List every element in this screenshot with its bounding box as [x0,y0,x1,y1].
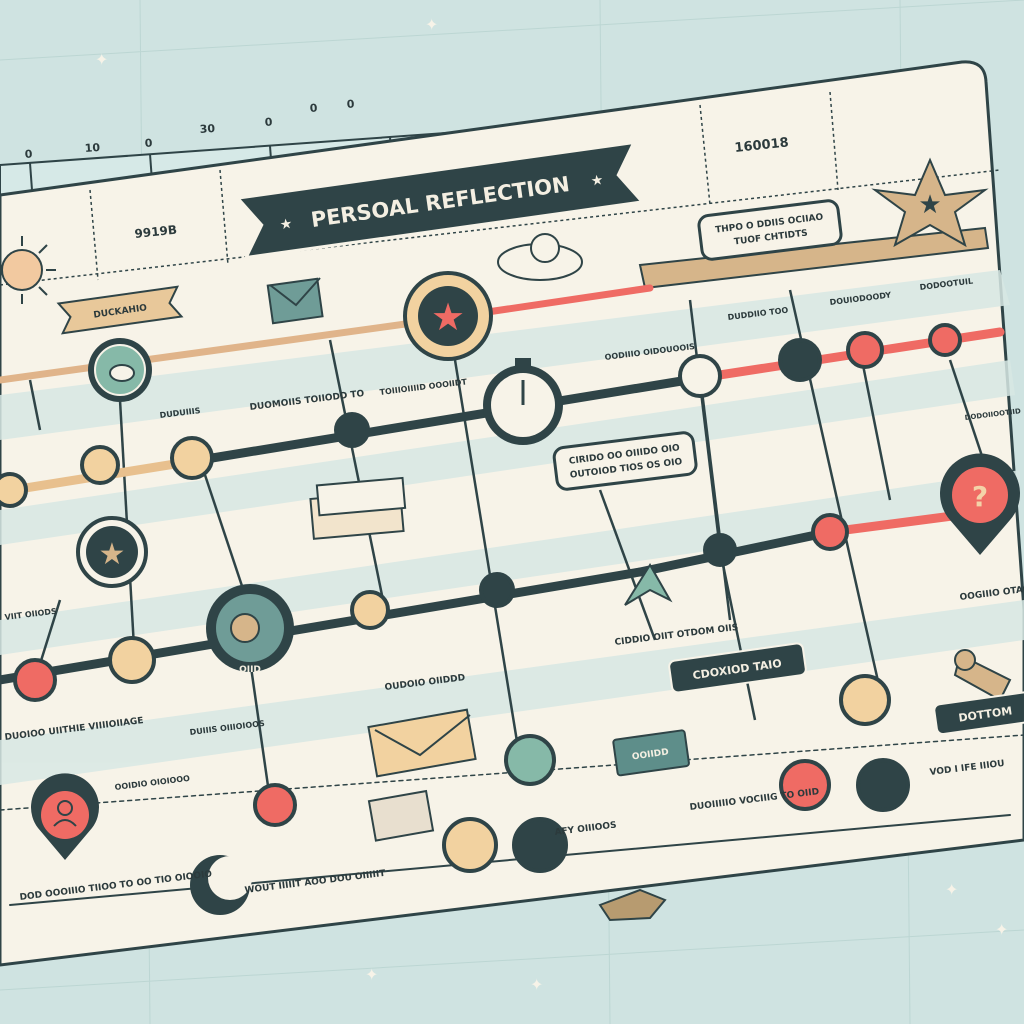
question-icon: ? [972,480,988,513]
timeline-node[interactable] [811,513,849,551]
ruler-tick: 0 [144,136,153,150]
track-top-tan [0,318,424,384]
timeline-node[interactable] [334,412,370,448]
question-pin[interactable]: ? [939,453,1020,555]
timeline-node[interactable] [846,331,884,369]
tag-button-2[interactable]: DOTTOM [933,690,1024,736]
svg-text:✦: ✦ [95,50,108,69]
shelf [638,226,990,290]
timeline-node[interactable] [108,636,156,684]
moon-node[interactable] [190,855,252,915]
ribbon-banner: DUCKAHIO [56,285,184,335]
timeline-node[interactable] [80,445,120,485]
ruler-tick: 0 [24,147,33,161]
big-star-node[interactable]: ★ [403,271,493,361]
callout-middle: CIRIDO OO OIIIDO OIO OUTOIOD TIOS OS OIO [552,431,698,491]
car-icon [598,888,667,922]
header-left-code: 9919B [134,223,178,241]
sun-icon [1,236,56,304]
svg-text:✦: ✦ [995,920,1008,939]
globe-node[interactable]: OIID [206,584,294,675]
track-3-red [825,510,965,537]
timeline-node[interactable] [778,338,822,382]
tag-button-1[interactable]: CDOXIOD TAIO [668,642,807,694]
ruler-tick: 0 [346,97,355,111]
timeline-node[interactable] [928,323,962,357]
user-pin[interactable] [31,773,100,860]
timeline-node[interactable] [839,674,891,726]
envelope-icon [367,708,477,842]
timeline-node[interactable] [856,758,910,812]
svg-text:✦: ✦ [530,975,543,994]
track-2-dark [195,373,705,465]
timeline-node[interactable] [512,817,568,873]
timeline-node[interactable] [442,817,498,873]
star-icon: ★ [431,295,465,339]
ruler-tick: 10 [84,141,101,155]
star-icon: ★ [590,172,605,190]
ruler-tick: 30 [199,122,216,136]
nodes [0,323,962,873]
svg-text:✦: ✦ [365,965,378,984]
svg-text:★: ★ [918,190,941,220]
arrow-icon [624,563,673,606]
svg-text:✦: ✦ [945,880,958,899]
sparkles: ✦ ✦ ✦ ✦ ✦ ✦ [95,15,1008,994]
timeline-node[interactable] [253,783,297,827]
track-3-dark [0,567,645,685]
header-dividers [0,91,1001,286]
timeline-node[interactable] [703,533,737,567]
star-node[interactable]: ★ [76,516,148,588]
timeline-node[interactable] [678,354,722,398]
timeline-node[interactable] [13,658,57,702]
svg-text:✦: ✦ [425,15,438,34]
globe-node-label: OIID [239,665,261,675]
timeline-node[interactable] [504,734,556,786]
timeline-node[interactable] [350,590,390,630]
ruler-tick: 0 [264,115,273,129]
clock-icon [483,358,563,445]
letters-stack-icon [309,476,407,540]
star-icon: ★ [99,537,126,572]
timeline-node[interactable] [779,759,831,811]
target-node[interactable] [88,338,152,402]
tag-button-3[interactable]: OOIIDD [612,729,690,777]
envelope-icon [266,277,324,325]
header-right-code: 160018 [734,135,790,156]
star-badge-icon: ★ [871,157,989,248]
cloud-icon [497,233,583,281]
telescope-icon [953,649,1012,702]
callout-top-right: THPO O DDIIS OCIIAO TUOF CHTIDTS [697,199,843,261]
ruler-tick: 0 [309,101,318,115]
star-icon: ★ [279,216,294,234]
timeline-node[interactable] [479,572,515,608]
timeline-node[interactable] [170,436,214,480]
timeline-node[interactable] [0,472,28,508]
bottom-axis [9,814,1011,906]
